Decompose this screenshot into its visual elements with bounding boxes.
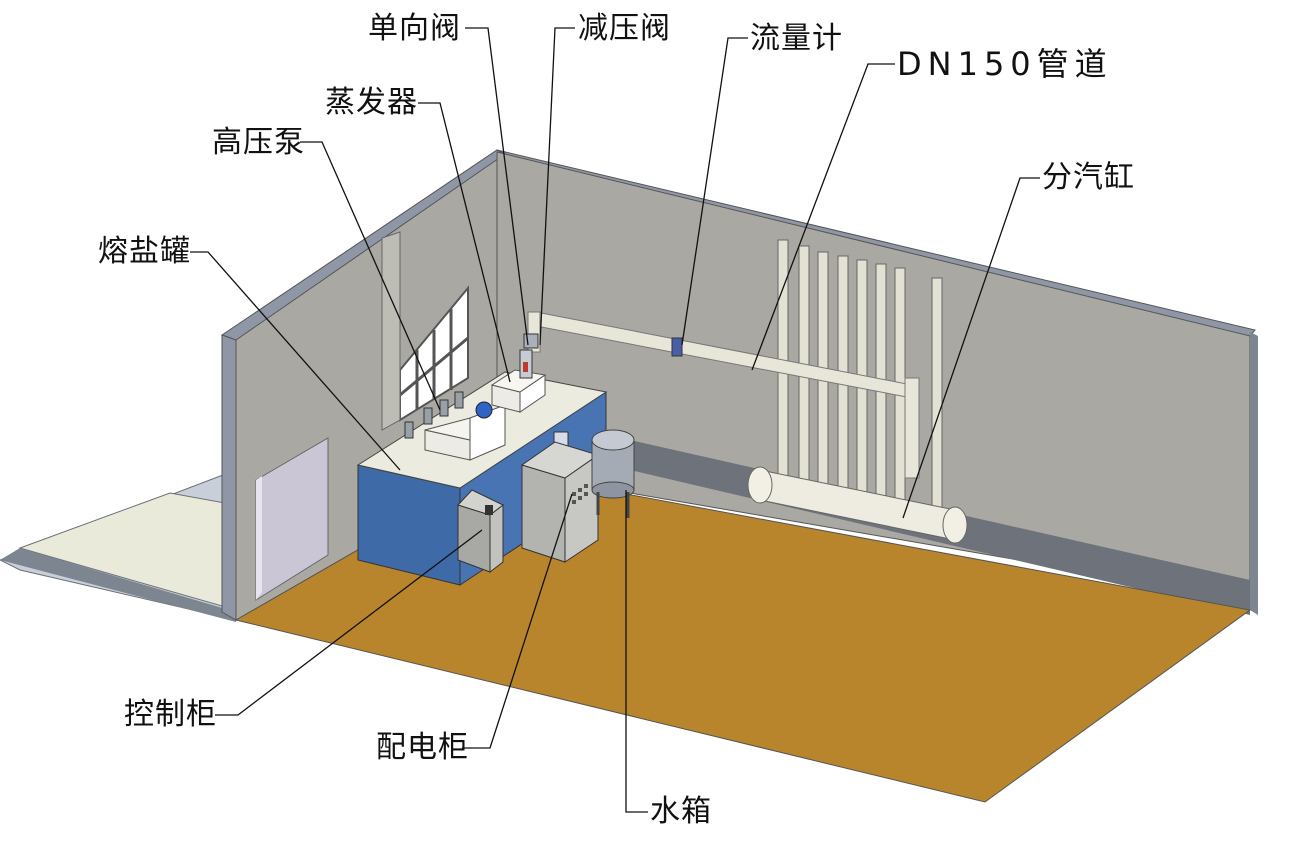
label-dn150-pipe: DN150管道 bbox=[897, 45, 1113, 83]
label-pressure-reducing-valve: 减压阀 bbox=[578, 11, 671, 46]
corridor bbox=[0, 469, 237, 622]
water-tank bbox=[591, 429, 635, 518]
label-evaporator: 蒸发器 bbox=[325, 85, 418, 120]
leader-lines bbox=[190, 27, 1040, 813]
window bbox=[399, 285, 469, 422]
control-cabinet bbox=[457, 489, 504, 574]
label-flow-meter: 流量计 bbox=[750, 21, 843, 56]
dn150-pipe bbox=[527, 311, 920, 479]
label-molten-salt-tank: 熔盐罐 bbox=[98, 234, 191, 269]
label-control-cabinet: 控制柜 bbox=[124, 697, 217, 732]
steam-header bbox=[747, 239, 968, 544]
label-steam-header: 分汽缸 bbox=[1042, 160, 1135, 195]
label-check-valve: 单向阀 bbox=[368, 11, 461, 46]
distribution-cabinet bbox=[520, 441, 600, 563]
label-water-tank: 水箱 bbox=[650, 794, 712, 829]
label-distribution-cabinet: 配电柜 bbox=[376, 730, 469, 765]
label-high-pressure-pump: 高压泵 bbox=[212, 125, 305, 160]
